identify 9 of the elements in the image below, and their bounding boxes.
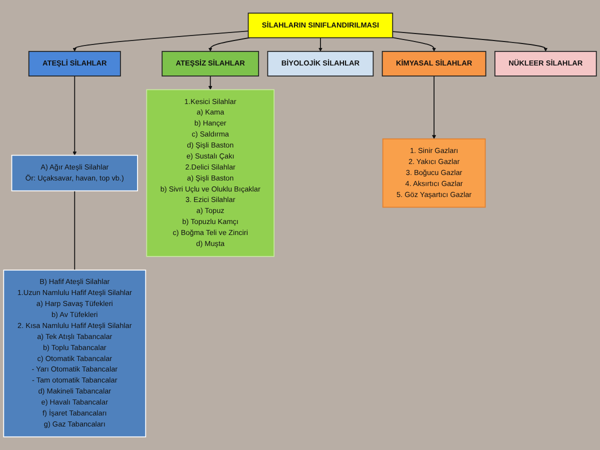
arrow <box>318 37 322 52</box>
arrow <box>72 76 77 156</box>
arrow <box>392 37 436 52</box>
arrow <box>432 76 436 140</box>
arrow <box>208 76 212 90</box>
arrow <box>208 37 250 52</box>
arrow <box>72 30 249 52</box>
connector <box>74 190 76 271</box>
arrow <box>392 31 548 52</box>
